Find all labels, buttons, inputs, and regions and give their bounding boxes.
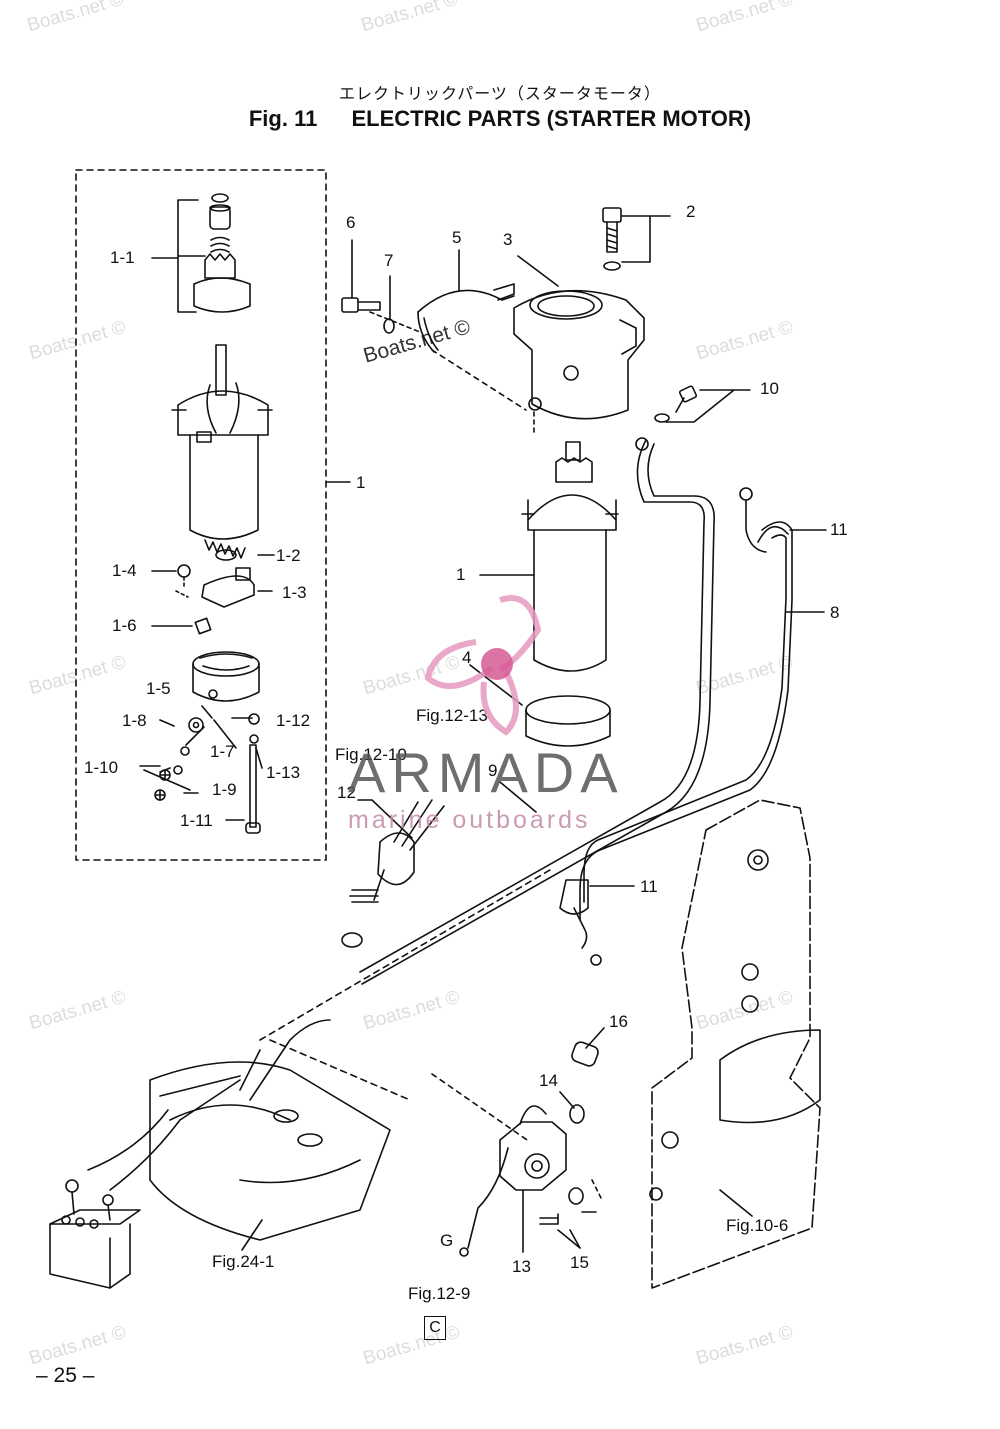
ref-fig24-1: Fig.24-1 [212, 1252, 275, 1271]
bolt-2 [602, 207, 671, 271]
callout-3: 3 [503, 230, 513, 249]
leader [785, 529, 827, 613]
battery-cable-9 [341, 437, 715, 985]
cable-8 [579, 487, 827, 921]
subassembly-box [75, 169, 327, 861]
leader [665, 389, 751, 423]
callout-11b: 11 [640, 877, 658, 896]
ref-fig12-10: Fig.12-10 [335, 745, 407, 764]
leader [151, 199, 206, 313]
callout-8: 8 [830, 603, 840, 622]
callout-13: 13 [512, 1257, 531, 1276]
callout-1-6: 1-6 [112, 616, 137, 635]
ref-fig10-6: Fig.10-6 [726, 1216, 789, 1235]
leader [499, 781, 537, 813]
leader [139, 554, 275, 821]
leader [621, 215, 671, 263]
leader [241, 1219, 263, 1251]
callout-1-3: 1-3 [282, 583, 307, 602]
logo-text: ARMADA [348, 741, 624, 804]
collar-14-bolt-15-grommet-16 [431, 1027, 605, 1249]
callout-1-8: 1-8 [122, 711, 147, 730]
callout-1-2: 1-2 [276, 546, 301, 565]
ring-4 [469, 664, 611, 747]
brush-holder [175, 549, 255, 635]
section-mark: C [424, 1316, 446, 1340]
callout-1-7: 1-7 [210, 742, 235, 761]
end-cover [154, 651, 261, 834]
callout-4: 4 [462, 648, 472, 667]
leader [719, 1189, 753, 1217]
page-title: Fig. 11 ELECTRIC PARTS (STARTER MOTOR) [0, 106, 1000, 132]
strap-5 [417, 249, 527, 411]
lower-cowl [87, 869, 551, 1251]
callout-1: 1 [456, 565, 466, 584]
callout-2: 2 [686, 202, 696, 221]
cover-11b [559, 879, 635, 966]
title-japanese: エレクトリックパーツ（スタータモータ） [339, 86, 661, 103]
callout-1-9: 1-9 [212, 780, 237, 799]
page-number: – 25 – [36, 1364, 95, 1387]
callout-5: 5 [452, 228, 462, 247]
callout-15: 15 [570, 1253, 589, 1272]
callout-10: 10 [760, 379, 779, 398]
callout-9: 9 [488, 761, 498, 780]
ref-fig12-13: Fig.12-13 [416, 706, 488, 725]
callout-6: 6 [346, 213, 356, 232]
bolt-6-washer-7 [341, 239, 421, 334]
starter-bracket-3 [513, 255, 645, 420]
callout-1-4: 1-4 [112, 561, 137, 580]
callout-g: G [440, 1231, 454, 1250]
mounting-plate [649, 799, 821, 1289]
leader [351, 239, 391, 321]
callout-1-5: 1-5 [146, 679, 171, 698]
callout-1-10: 1-10 [84, 758, 119, 777]
logo-subtext: marine outboards [348, 806, 591, 834]
lead-wire-12 [349, 799, 445, 903]
leader [159, 705, 213, 773]
pinion-gear-set [151, 193, 251, 313]
battery [49, 1179, 141, 1289]
starter-armature-housing [171, 344, 273, 559]
callout-7: 7 [384, 251, 394, 270]
callout-1-1: 1-1 [110, 248, 135, 267]
leader [557, 1027, 605, 1249]
callout-11a: 11 [830, 520, 848, 539]
callout-1-12: 1-12 [276, 711, 311, 730]
starter-motor-1 [479, 411, 619, 672]
starter-relay-13 [459, 1105, 567, 1257]
callout-1-13: 1-13 [266, 763, 301, 782]
ref-fig12-9: Fig.12-9 [408, 1284, 471, 1303]
fig-number: Fig. 11 [248, 106, 318, 131]
callout-12: 12 [337, 783, 356, 802]
callout-1-11: 1-11 [180, 811, 213, 830]
leader [469, 664, 523, 706]
leader [517, 255, 559, 287]
fig-name: ELECTRIC PARTS (STARTER MOTOR) [351, 106, 752, 131]
callout-16: 16 [609, 1012, 628, 1031]
callout-14: 14 [539, 1071, 558, 1090]
bolt-10 [654, 385, 751, 423]
callout-1-box: 1 [356, 473, 366, 492]
